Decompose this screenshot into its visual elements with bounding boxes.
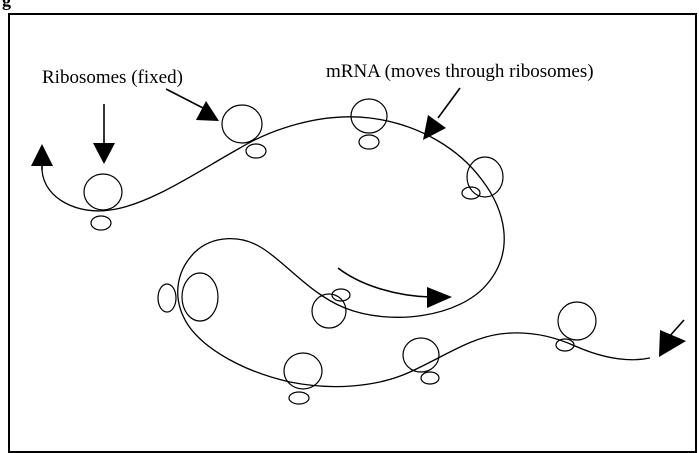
ribosome-icon	[350, 98, 388, 150]
arrow-icon	[31, 144, 53, 170]
ribosome-icon	[402, 337, 440, 385]
arrow-icon	[337, 267, 452, 308]
ribosome-icon	[311, 288, 351, 329]
arrow-icon	[93, 104, 115, 164]
figure-label: g	[2, 0, 11, 10]
ribosome-icon	[555, 301, 597, 352]
ribosome-icon	[83, 173, 123, 231]
mrna-label: mRNA (moves through ribosomes)	[326, 61, 594, 82]
ribosome-icon	[283, 352, 323, 405]
ribosome-icon	[461, 156, 504, 200]
arrow-icon	[659, 319, 686, 357]
ribosome-icon	[221, 104, 267, 159]
mrna-strand	[41, 116, 651, 388]
ribosomes-label: Ribosomes (fixed)	[42, 67, 183, 88]
arrow-icon	[423, 87, 461, 140]
ribosome-icon	[157, 272, 219, 322]
arrow-icon	[165, 88, 219, 121]
